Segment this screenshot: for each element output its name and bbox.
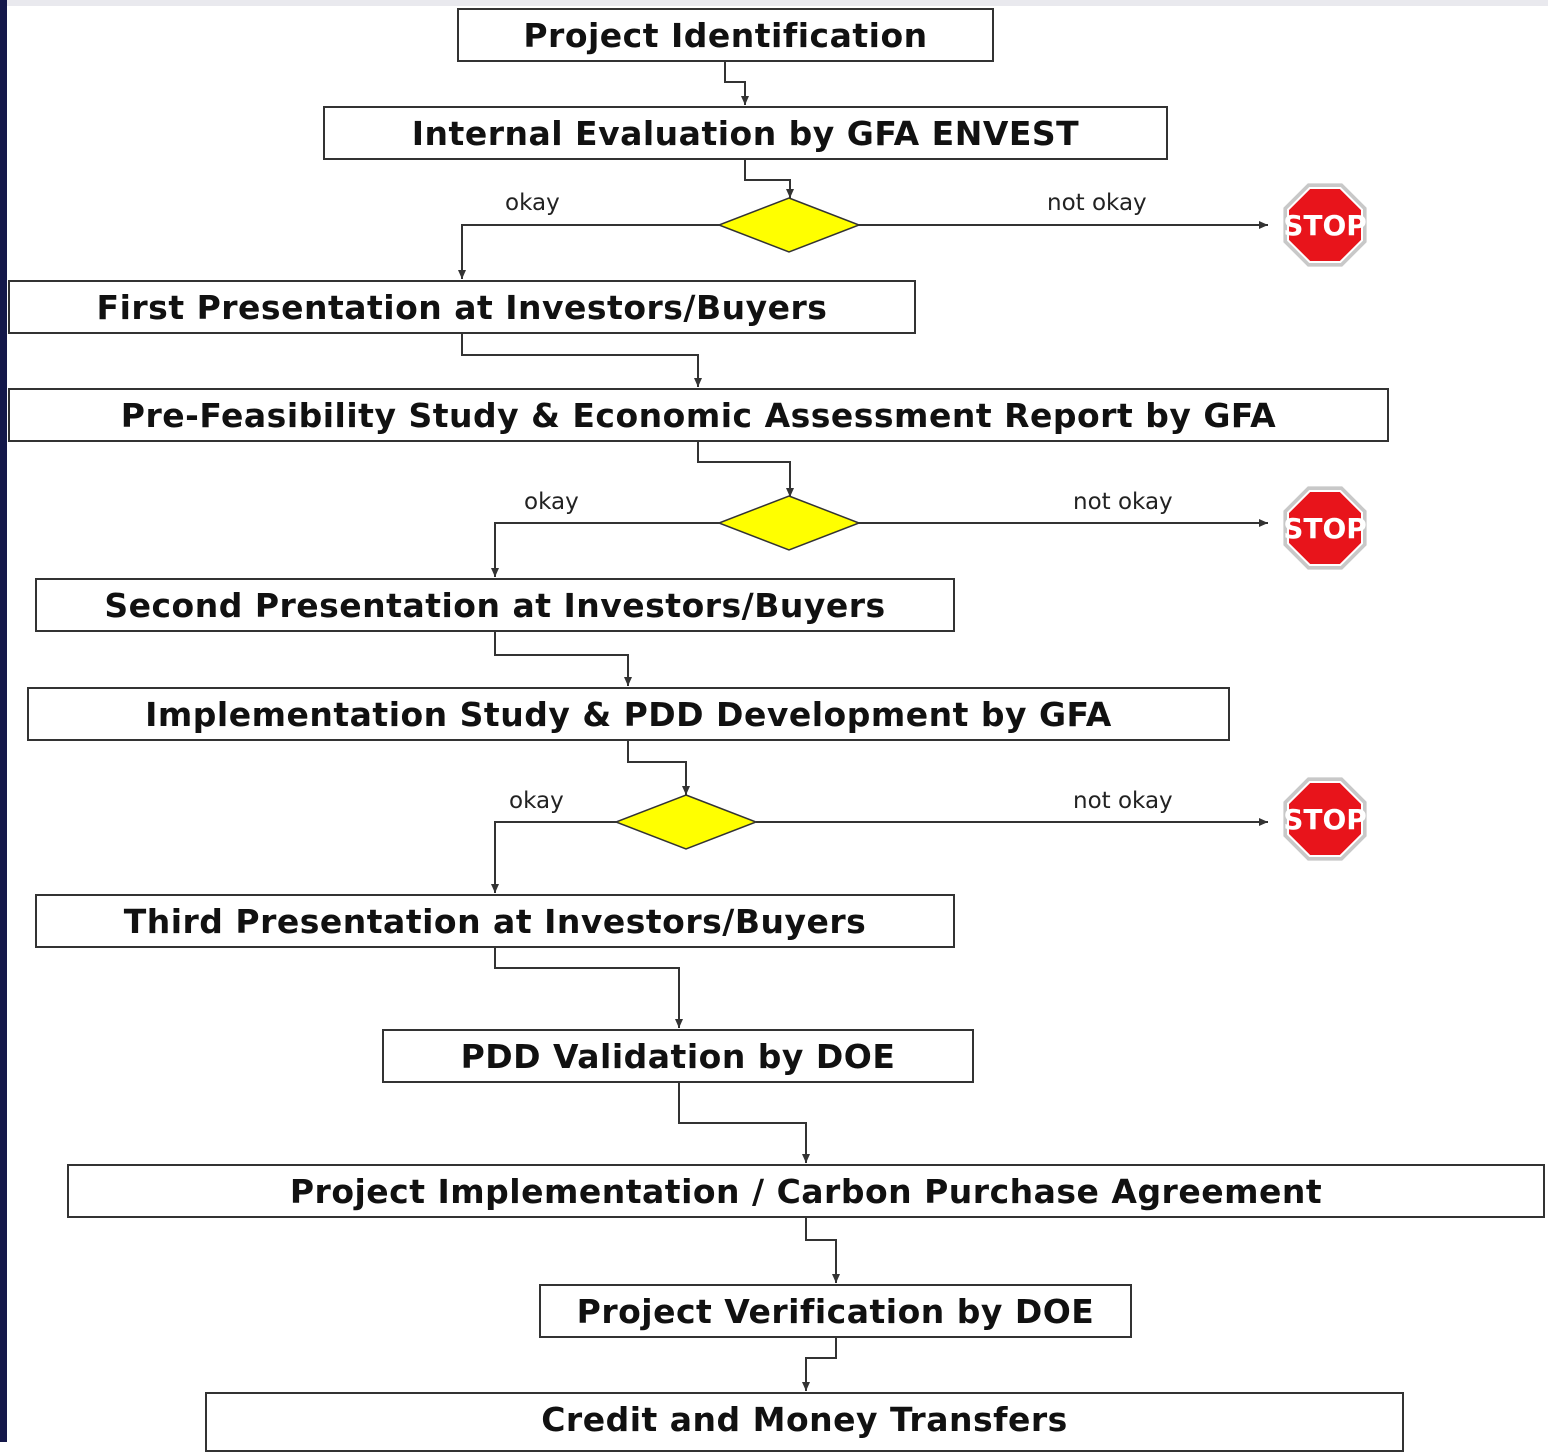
decision-diamond-3 — [613, 794, 759, 850]
step-label: Project Verification by DOE — [576, 1291, 1095, 1331]
connector-7 — [494, 948, 683, 1028]
stop-sign-icon-3: STOP — [1283, 777, 1367, 861]
step-credit-money-transfers: Credit and Money Transfers — [205, 1392, 1404, 1452]
connector-1 — [724, 62, 749, 105]
step-label: Second Presentation at Investors/Buyers — [104, 585, 886, 625]
stop-sign-icon-2: STOP — [1283, 486, 1367, 570]
connector-4 — [697, 442, 794, 497]
decision-diamond-1 — [716, 197, 862, 253]
step-label: Project Implementation / Carbon Purchase… — [289, 1171, 1323, 1211]
step-label: Pre-Feasibility Study & Economic Assessm… — [120, 395, 1277, 435]
step-internal-evaluation: Internal Evaluation by GFA ENVEST — [323, 106, 1168, 160]
decision-3-okay-label: okay — [509, 788, 564, 814]
step-project-identification: Project Identification — [457, 8, 994, 62]
connector-2 — [744, 160, 794, 198]
decision-2-okay-connector — [491, 522, 720, 577]
stop-sign-text: STOP — [1283, 209, 1367, 242]
step-second-presentation: Second Presentation at Investors/Buyers — [35, 578, 955, 632]
step-project-verification: Project Verification by DOE — [539, 1284, 1132, 1338]
connector-10 — [802, 1338, 837, 1391]
decision-3-not-okay-label: not okay — [1073, 788, 1173, 814]
step-label: PDD Validation by DOE — [460, 1036, 896, 1076]
step-project-implementation: Project Implementation / Carbon Purchase… — [67, 1164, 1545, 1218]
step-label: Credit and Money Transfers — [541, 1400, 1068, 1439]
decision-1-okay-connector — [458, 224, 720, 279]
decision-3-okay-connector — [491, 821, 617, 893]
step-label: Project Identification — [523, 15, 928, 55]
step-label: Third Presentation at Investors/Buyers — [123, 901, 867, 941]
step-implementation-study: Implementation Study & PDD Development b… — [27, 687, 1230, 741]
decision-2-okay-label: okay — [524, 489, 579, 515]
decision-diamond-2 — [716, 495, 862, 551]
decision-2-not-okay-label: not okay — [1073, 489, 1173, 515]
stop-sign-text: STOP — [1283, 512, 1367, 545]
decision-1-not-okay-label: not okay — [1047, 190, 1147, 216]
step-third-presentation: Third Presentation at Investors/Buyers — [35, 894, 955, 948]
step-label: First Presentation at Investors/Buyers — [96, 287, 828, 327]
step-pre-feasibility-study: Pre-Feasibility Study & Economic Assessm… — [8, 388, 1389, 442]
stop-sign-icon-1: STOP — [1283, 183, 1367, 267]
step-pdd-validation: PDD Validation by DOE — [382, 1029, 974, 1083]
connector-3 — [461, 334, 702, 387]
connector-9 — [805, 1218, 840, 1283]
slide-top-edge — [7, 0, 1548, 6]
connector-8 — [678, 1083, 810, 1163]
step-first-presentation: First Presentation at Investors/Buyers — [8, 280, 916, 334]
connector-5 — [494, 632, 632, 686]
decision-1-okay-label: okay — [505, 190, 560, 216]
connector-6 — [627, 741, 690, 795]
slide-left-edge — [0, 0, 7, 1442]
step-label: Implementation Study & PDD Development b… — [145, 694, 1112, 734]
stop-sign-text: STOP — [1283, 803, 1367, 836]
step-label: Internal Evaluation by GFA ENVEST — [411, 113, 1080, 153]
